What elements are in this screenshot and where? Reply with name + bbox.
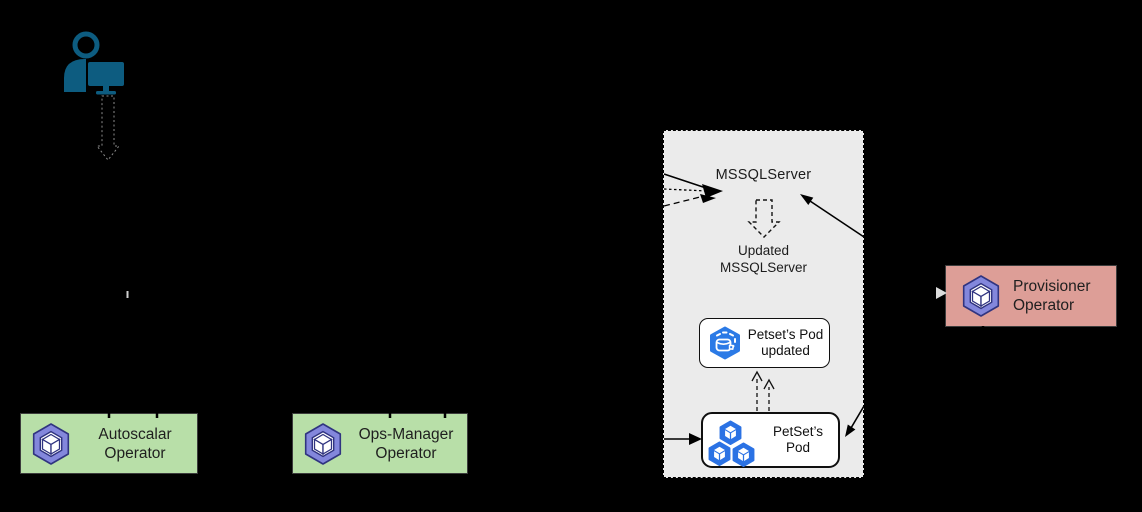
ops-manager-operator-label: Ops-Manager Operator [345,425,467,463]
updated-mssqlserver-line2: MSSQLServer [719,259,808,275]
petset-pod-updated-line1: Petset’s Pod [747,326,824,342]
ops-manager-line2: Operator [375,444,437,462]
k8s-deploy-icon [710,326,740,360]
ops-manager-line1: Ops-Manager [358,425,454,443]
autoscalar-operator-node: Autoscalar Operator [20,413,198,474]
petset-pod-line1: PetSet’s [772,423,824,439]
mssqlserver-label: MSSQLServer [715,167,812,183]
dashed-hollow-arrow-user-down [95,95,121,161]
autoscalar-line1: Autoscalar [98,425,172,443]
provisioner-line1: Provisioner [1013,278,1091,295]
k8s-pod-icon [719,420,742,445]
k8s-pod-icon [708,441,731,466]
petset-pod-node: PetSet’s Pod [701,412,840,468]
edge-label-artifact [126,291,129,298]
ops-manager-operator-node: Ops-Manager Operator [292,413,468,474]
provisioner-operator-node: Provisioner Operator [945,265,1117,327]
petset-pod-updated-label: Petset’s Pod updated [742,327,829,360]
petset-pod-updated-node: Petset’s Pod updated [699,318,830,368]
petset-pod-label: PetSet’s Pod [758,424,838,457]
operator-cube-icon [32,422,70,465]
operator-cube-icon [962,275,1000,317]
autoscalar-line2: Operator [104,444,166,462]
petset-pod-updated-line2: updated [761,343,810,358]
petset-pod-line2: Pod [785,440,811,455]
provisioner-line2: Operator [1013,297,1075,314]
user-monitor-icon [64,31,126,95]
k8s-pod-icon [732,442,755,467]
updated-mssqlserver-label: Updated MSSQLServer [663,243,864,276]
operator-cube-icon [304,422,342,465]
autoscalar-operator-label: Autoscalar Operator [73,425,197,463]
pod-icon-cluster [706,416,758,467]
updated-mssqlserver-line1: Updated [737,243,790,258]
provisioner-operator-label: Provisioner Operator [1003,277,1116,315]
